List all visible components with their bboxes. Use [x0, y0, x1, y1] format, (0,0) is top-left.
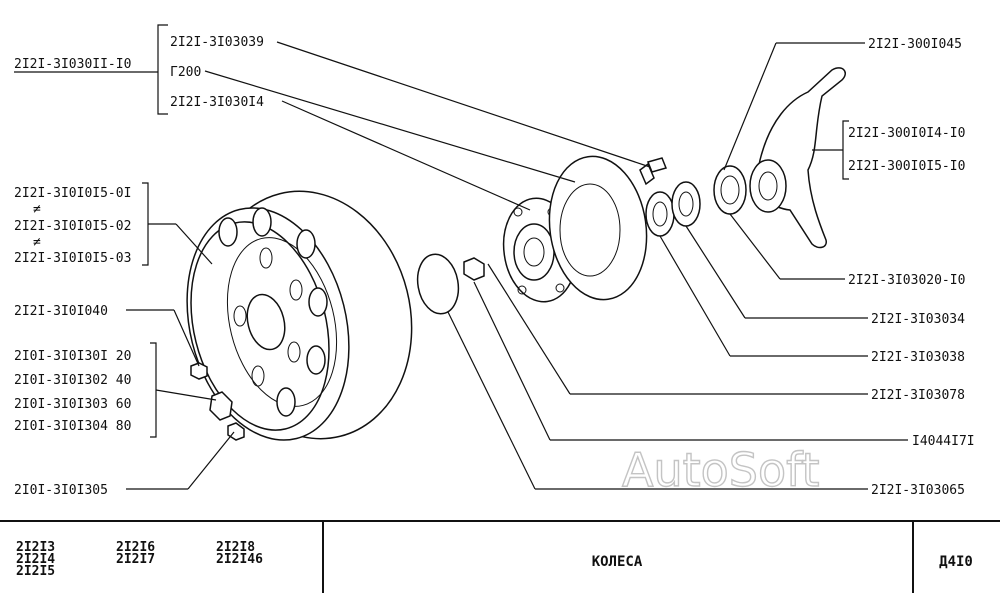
brake-disc	[548, 155, 648, 301]
label-valve-b: 2I0I-3I0I302 40	[14, 373, 131, 388]
label-knuckle: 2I2I-300I045	[868, 37, 962, 52]
models-cell: 2I2I3 2I2I4 2I2I5 2I2I6 2I2I7 2I2I8 2I2I…	[0, 522, 324, 593]
title-cell: КОЛЕСА	[322, 522, 914, 593]
bearing-inner	[671, 181, 701, 227]
ne-sign-1: ≠	[33, 202, 41, 217]
label-bearing-inner: 2I2I-3I03038	[871, 350, 965, 365]
label-wheel-nut: 2I2I-3I0I040	[14, 304, 108, 319]
model-code: 2I2I7	[116, 552, 156, 567]
label-hub-cap: 2I2I-3I03065	[871, 483, 965, 498]
label-wheel-a: 2I2I-3I0I0I5-0I	[14, 186, 131, 201]
arm-bracket	[812, 120, 849, 180]
bearing-outer	[645, 191, 675, 237]
title-block: 2I2I3 2I2I4 2I2I5 2I2I6 2I2I7 2I2I8 2I2I…	[0, 520, 1000, 593]
assembly-bracket	[14, 24, 168, 115]
label-valve-cap: 2I0I-3I0I305	[14, 483, 108, 498]
model-code: 2I2I5	[16, 564, 56, 579]
label-assembly: 2I2I-3I030II-I0	[14, 57, 131, 72]
models-col-1: 2I2I3 2I2I4 2I2I5	[16, 540, 56, 579]
label-valve-c: 2I0I-3I0I303 60	[14, 397, 131, 412]
label-arm-r: 2I2I-300I0I5-I0	[848, 159, 965, 174]
valve	[209, 391, 233, 421]
model-code: 2I2I6	[116, 540, 156, 555]
hub-cap	[416, 253, 460, 315]
valve-cap	[227, 422, 245, 441]
label-qty: Г200	[170, 65, 201, 80]
valve-bracket	[150, 342, 157, 438]
steering-knuckle	[749, 67, 846, 249]
leader-lines	[126, 41, 908, 490]
model-code: 2I2I3	[16, 540, 56, 555]
code-cell: Д4I0	[912, 522, 1000, 593]
label-hub-nut: I4044I7I	[912, 434, 975, 449]
label-arm-l: 2I2I-300I0I4-I0	[848, 126, 965, 141]
models-col-2: 2I2I6 2I2I7	[116, 540, 156, 567]
wheel-bracket	[142, 182, 149, 266]
label-valve-a: 2I0I-3I0I30I 20	[14, 349, 131, 364]
wheel	[186, 190, 413, 441]
ne-sign-2: ≠	[33, 235, 41, 250]
disc-bolt	[639, 157, 668, 186]
label-valve-d: 2I0I-3I0I304 80	[14, 419, 131, 434]
parts-diagram: AutoSoft	[14, 24, 975, 498]
model-code: 2I2I8	[216, 540, 256, 555]
label-disc: 2I2I-3I030I4	[170, 95, 264, 110]
watermark: AutoSoft	[622, 443, 820, 497]
label-seal: 2I2I-3I03020-I0	[848, 273, 965, 288]
sheet-title: КОЛЕСА	[591, 554, 643, 570]
label-bearing-outer: 2I2I-3I03034	[871, 312, 965, 327]
model-code: 2I2I4	[16, 552, 56, 567]
model-code: 2I2I46	[216, 552, 263, 567]
models-col-3: 2I2I8 2I2I46	[216, 540, 263, 567]
wheel-nut	[190, 362, 208, 380]
label-hub: 2I2I-3I03078	[871, 388, 965, 403]
seal	[713, 165, 747, 215]
label-wheel-c: 2I2I-3I0I0I5-03	[14, 251, 131, 266]
label-bolt: 2I2I-3I03039	[170, 35, 264, 50]
hub-nut	[463, 257, 485, 281]
sheet-code: Д4I0	[939, 554, 973, 570]
label-wheel-b: 2I2I-3I0I0I5-02	[14, 219, 131, 234]
